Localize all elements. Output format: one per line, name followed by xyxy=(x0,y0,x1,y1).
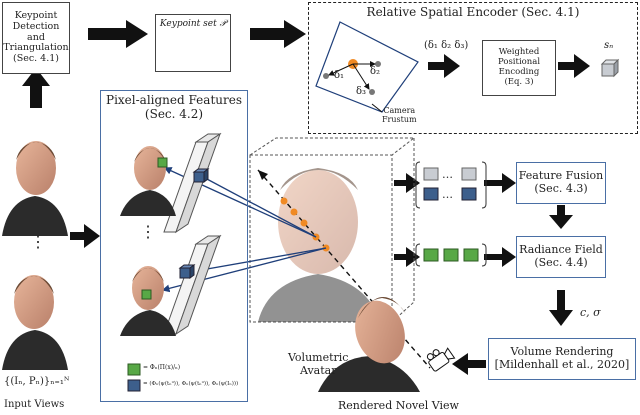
feature-plane-top xyxy=(163,132,222,234)
arrow-grey-to-fusion xyxy=(484,173,516,193)
legend-green-text: = Φₙ(Π(x)/ₙ) xyxy=(143,364,181,371)
ray-sample-points xyxy=(280,197,330,252)
volumetric-avatar-label: Volumetric Avatar xyxy=(288,351,349,377)
camera-frustum-diagram xyxy=(315,21,419,113)
input-view-photo-2 xyxy=(2,252,68,370)
arrow-keypoint-to-set xyxy=(88,20,148,48)
arrow-to-radiance xyxy=(394,247,420,267)
sn-label: sₙ xyxy=(604,40,614,51)
relative-spatial-encoder-panel: Relative Spatial Encoder (Sec. 4.1) xyxy=(308,2,638,134)
volumetric-avatar-image xyxy=(258,168,380,322)
arrow-render-to-avatar xyxy=(452,353,486,375)
pixel-aligned-features-panel: Pixel-aligned Features (Sec. 4.2) xyxy=(100,90,248,402)
arrow-set-to-encoder xyxy=(250,20,306,48)
arrow-to-fusion-top xyxy=(394,173,420,193)
volume-rendering-box: Volume Rendering [Mildenhall et al., 202… xyxy=(488,338,636,380)
features-vdots: ⋮ xyxy=(140,222,156,241)
feature-fusion-label: Feature Fusion (Sec. 4.3) xyxy=(518,169,604,195)
arrow-green-to-radiance xyxy=(484,247,516,267)
delta-3-label: δ₃ xyxy=(356,86,367,97)
input-view-photo-1 xyxy=(2,118,68,236)
feature-stack-fusion xyxy=(415,161,487,209)
relative-spatial-encoder-title: Relative Spatial Encoder (Sec. 4.1) xyxy=(366,5,580,19)
arrow-input-up xyxy=(22,68,50,108)
volume-rendering-label: Volume Rendering [Mildenhall et al., 202… xyxy=(494,345,630,371)
pixel-aligned-title: Pixel-aligned Features xyxy=(106,93,242,107)
legend-green-cube xyxy=(127,363,141,376)
blue-feature-cube-top xyxy=(192,168,210,183)
arrow-fusion-down xyxy=(549,205,573,229)
keypoint-detection-label: Keypoint Detection and Triangulation (Se… xyxy=(3,9,69,65)
radiance-field-box: Radiance Field (Sec. 4.4) xyxy=(516,236,606,278)
flow-arrows xyxy=(22,20,590,375)
delta-2-label: δ₂ xyxy=(370,66,381,77)
camera-frustum-label: Camera Frustum xyxy=(382,106,417,125)
arrow-radiance-down xyxy=(549,290,573,326)
keypoint-set-label: Keypoint set 𝒫 xyxy=(159,19,227,29)
camera-icon xyxy=(426,347,456,372)
feature-fusion-box: Feature Fusion (Sec. 4.3) xyxy=(516,162,606,204)
feature-stack-radiance xyxy=(415,243,487,267)
feature-plane-bottom xyxy=(163,234,222,336)
keypoint-set-box: Keypoint set 𝒫 xyxy=(155,14,231,72)
input-views-label: Input Views xyxy=(4,399,65,410)
c-sigma-label: c, σ xyxy=(580,306,601,319)
legend-blue-text: = (Φₙ(ψ(tₙⁱⁱ)), Φₙ(ψ(tₙⁱⁱ)), Φₙ(ψ(Iₙ))) xyxy=(143,381,239,387)
pixel-aligned-sec: (Sec. 4.2) xyxy=(144,107,204,121)
arrow-encoding-to-sn xyxy=(558,54,590,78)
weighted-encoding-box: Weighted Positional Encoding (Eq. 3) xyxy=(482,40,556,96)
deltas-label: (δ₁ δ₂ δ₃) xyxy=(424,40,469,51)
blue-feature-cube-bottom xyxy=(178,264,196,279)
arrow-input-to-features xyxy=(70,224,100,248)
keypoint-detection-box: Keypoint Detection and Triangulation (Se… xyxy=(2,2,70,74)
weighted-encoding-label: Weighted Positional Encoding (Eq. 3) xyxy=(497,47,541,87)
sn-feature-cube xyxy=(600,58,620,78)
input-vdots: ⋮ xyxy=(30,232,46,251)
feature-image-bottom xyxy=(118,252,178,336)
rendered-novel-view-label: Rendered Novel View xyxy=(338,399,459,412)
delta-1-label: δ₁ xyxy=(334,70,345,81)
rendered-novel-view-image xyxy=(318,288,430,392)
input-set-label: {(Iₙ, Pₙ)}ₙ₌₁ᴺ xyxy=(4,376,70,387)
legend-blue-cube xyxy=(127,379,141,392)
fusion-dots-2: … xyxy=(442,188,453,201)
arrow-delta-to-encoding xyxy=(428,54,460,78)
feature-image-top xyxy=(118,132,178,216)
radiance-field-label: Radiance Field (Sec. 4.4) xyxy=(519,243,603,269)
avatar-volume-cube xyxy=(249,137,416,323)
fusion-dots: … xyxy=(442,168,453,181)
